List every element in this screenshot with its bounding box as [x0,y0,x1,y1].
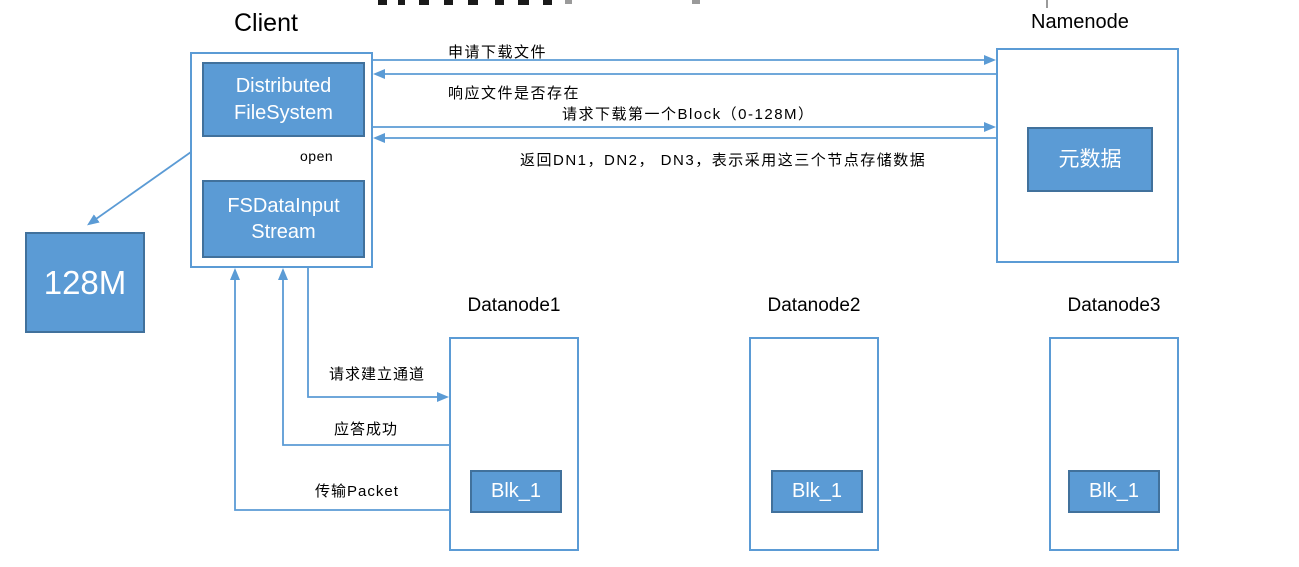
clipped-title-fragment [398,0,405,5]
msg-response-exists-label: 响应文件是否存在 [448,85,581,102]
clipped-title-fragment [419,0,429,5]
datanode3-blk1-box: Blk_1 [1068,470,1160,513]
clipped-title-fragment [518,0,529,5]
clipped-title-fragment [1046,0,1048,8]
datanode1-title: Datanode1 [467,295,561,316]
open-label: open [300,148,334,164]
msg-transfer-packet-label: 传输Packet [315,483,399,500]
clipped-title-fragment [468,0,478,5]
distributed-filesystem-box: Distributed FileSystem [202,62,365,137]
msg-ack-success-label: 应答成功 [334,421,399,438]
clipped-title-fragment [444,0,453,5]
msg-request-first-block-label: 请求下载第一个Block（0-128M） [562,106,815,123]
msg-request-channel-label: 请求建立通道 [329,366,426,383]
datanode1-blk1-box: Blk_1 [470,470,562,513]
msg-return-dn-list-label: 返回DN1，DN2， DN3，表示采用这三个节点存储数据 [520,152,927,169]
metadata-box: 元数据 [1027,127,1153,192]
datanode3-box [1049,337,1179,551]
clipped-title-fragment [378,0,387,5]
namenode-title: Namenode [1031,11,1129,33]
arrow-transfer-packet [230,268,449,511]
msg-request-download-label: 申请下载文件 [448,44,548,61]
datanode2-blk1-box: Blk_1 [771,470,863,513]
datanode1-box [449,337,579,551]
client-title: Client [234,9,298,37]
datanode2-title: Datanode2 [767,295,861,316]
arrow-to-128m-block [87,151,192,226]
datanode3-title: Datanode3 [1067,295,1161,316]
clipped-title-fragment [692,0,700,4]
fsdatainputstream-box: FSDataInput Stream [202,180,365,258]
clipped-title-fragment [543,0,552,5]
datanode2-box [749,337,879,551]
clipped-title-fragment [565,0,572,4]
clipped-title-fragment [495,0,504,5]
file-block-128m-box: 128M [25,232,145,333]
